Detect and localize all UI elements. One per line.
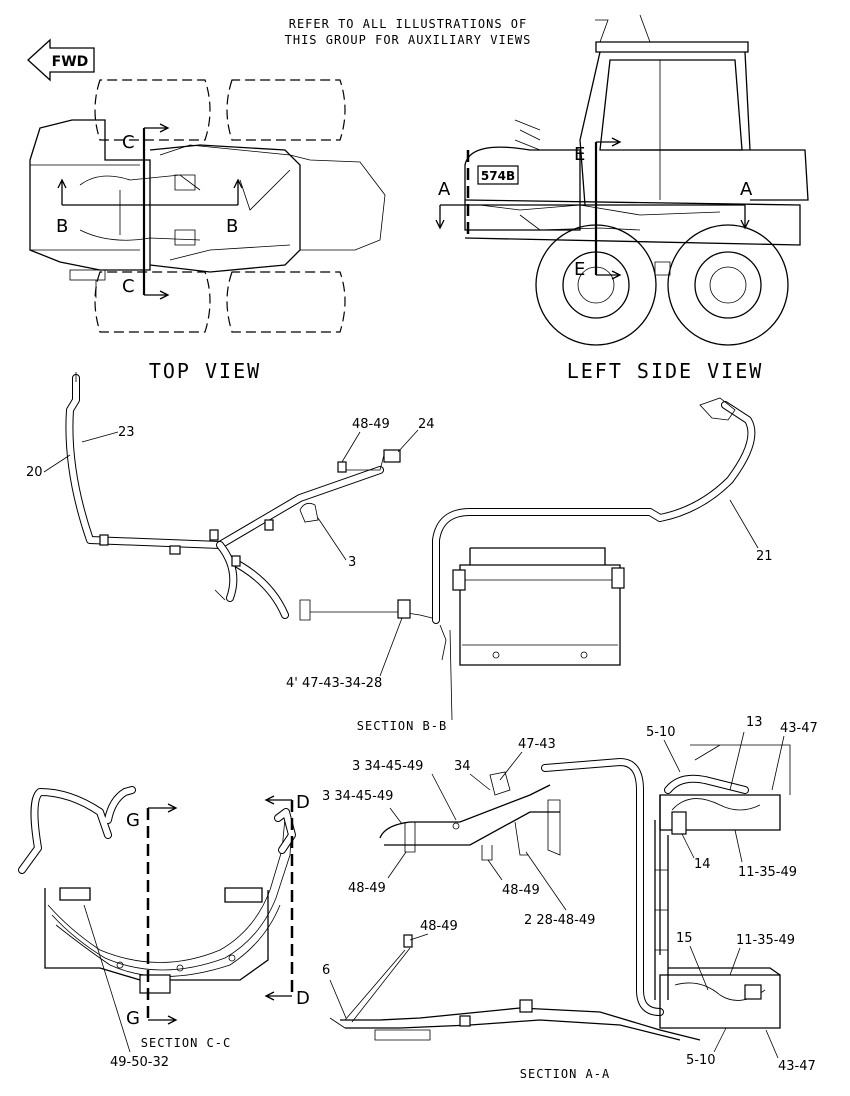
- callout-11-35-49-low: 11-35-49: [736, 933, 795, 948]
- callout-5-10-low: 5-10: [686, 1053, 716, 1068]
- section-a-a-title: SECTION A-A: [520, 1067, 610, 1081]
- cc-cut-g-upper: G: [126, 810, 140, 831]
- callout-6: 6: [322, 963, 330, 978]
- callout-3-34-45-49-mid: 3 34-45-49: [322, 789, 393, 804]
- callout-24: 24: [418, 417, 435, 432]
- callout-5-10-top: 5-10: [646, 725, 676, 740]
- side-cut-e-upper: E: [574, 144, 585, 165]
- header-note-line2: THIS GROUP FOR AUXILIARY VIEWS: [285, 33, 532, 47]
- callout-3-bb: 3: [348, 555, 356, 570]
- callout-11-35-49-top: 11-35-49: [738, 865, 797, 880]
- callout-21: 21: [756, 549, 773, 564]
- callout-47-43: 47-43: [518, 737, 556, 752]
- section-b-b-title: SECTION B-B: [357, 719, 447, 733]
- callout-4-47-43-34-28: 4' 47-43-34-28: [286, 676, 382, 691]
- section-c-c-title: SECTION C-C: [141, 1036, 231, 1050]
- callout-14: 14: [694, 857, 711, 872]
- top-cut-c-lower: C: [122, 276, 135, 297]
- callout-49-50-32: 49-50-32: [110, 1055, 169, 1070]
- fwd-label: FWD: [52, 54, 89, 70]
- callout-34: 34: [454, 759, 471, 774]
- top-cut-c-upper: C: [122, 132, 135, 153]
- fwd-arrow-icon: FWD: [27, 38, 95, 82]
- top-cut-b-right: B: [226, 216, 238, 237]
- cc-cut-d-lower: D: [296, 988, 310, 1009]
- callout-13: 13: [746, 715, 763, 730]
- callout-48-49-bb: 48-49: [352, 417, 390, 432]
- callout-48-49-mid: 48-49: [502, 883, 540, 898]
- section-c-c-drawing: G G D D: [18, 786, 310, 1029]
- side-cut-a-right: A: [740, 179, 753, 200]
- left-side-view-title: LEFT SIDE VIEW: [567, 359, 764, 383]
- model-badge: 574B: [481, 169, 515, 183]
- callout-3-34-45-49-top: 3 34-45-49: [352, 759, 423, 774]
- callout-20: 20: [26, 465, 43, 480]
- top-view-drawing: C C B B: [29, 79, 386, 333]
- callout-43-47-low: 43-47: [778, 1059, 816, 1074]
- callout-2-28-48-49: 2 28-48-49: [524, 913, 595, 928]
- cc-cut-g-lower: G: [126, 1008, 140, 1029]
- left-side-view-drawing: 574B A A E E: [435, 14, 809, 346]
- callout-15: 15: [676, 931, 693, 946]
- section-a-a-drawing: [329, 744, 791, 1041]
- section-b-b-drawing: [65, 372, 756, 721]
- callout-23: 23: [118, 425, 135, 440]
- callout-43-47-top: 43-47: [780, 721, 818, 736]
- callout-48-49-left: 48-49: [348, 881, 386, 896]
- top-view-title: TOP VIEW: [149, 359, 261, 383]
- top-cut-b-left: B: [56, 216, 68, 237]
- cc-cut-d-upper: D: [296, 792, 310, 813]
- side-cut-a-left: A: [438, 179, 451, 200]
- header-note-line1: REFER TO ALL ILLUSTRATIONS OF: [289, 17, 528, 31]
- side-cut-e-lower: E: [574, 259, 585, 280]
- callout-48-49-low: 48-49: [420, 919, 458, 934]
